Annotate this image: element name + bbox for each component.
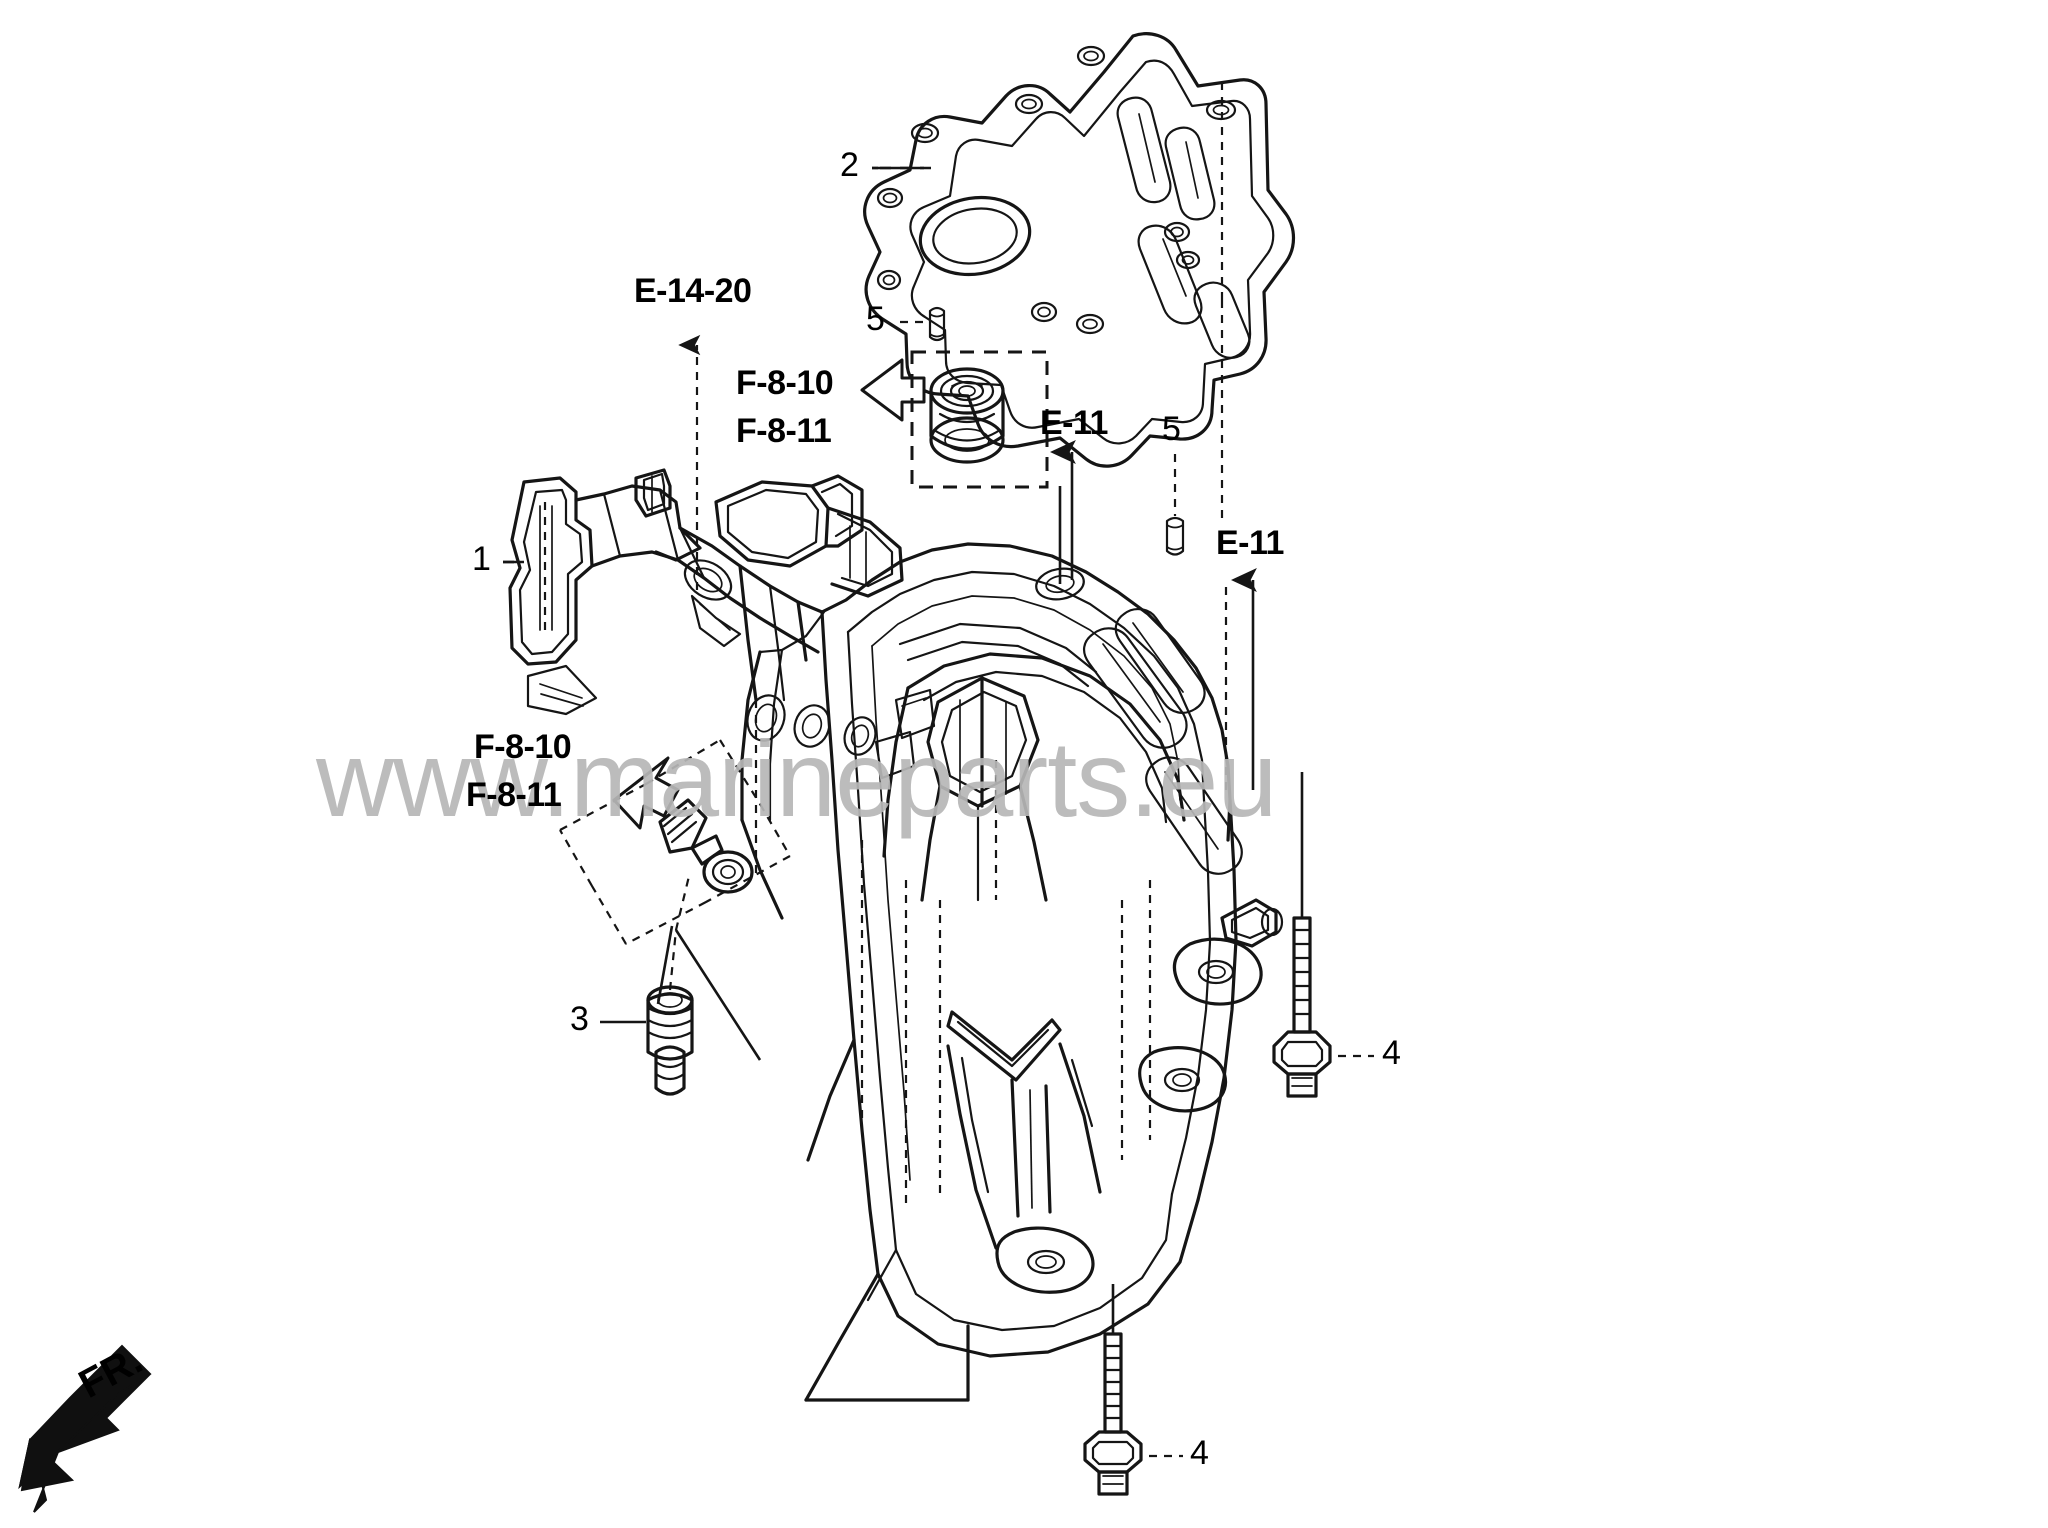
callout-label-3: 3 xyxy=(570,1000,589,1038)
callout-label-4-lower: 4 xyxy=(1190,1434,1209,1472)
callout-label-4-upper: 4 xyxy=(1382,1034,1401,1072)
callout-label-2: 2 xyxy=(840,146,859,184)
ref-label-f-8-10-upper: F-8-10 xyxy=(736,364,834,402)
ref-label-e-11-lower: E-11 xyxy=(1216,524,1284,562)
block-arrow-left-upper xyxy=(860,358,926,422)
bolt-boss-upper-right xyxy=(1172,937,1263,1006)
bolt-boss-mid-right xyxy=(1138,1046,1228,1113)
callout-label-5-upper: 5 xyxy=(866,300,885,338)
ref-label-e-14-20: E-14-20 xyxy=(634,272,752,310)
part-extension-case xyxy=(508,468,1284,1402)
part-dowel-pin-upper xyxy=(928,306,946,342)
detail-box-bolt-washer xyxy=(559,739,791,945)
part-flange-bolt-upper xyxy=(1272,772,1332,1098)
ref-label-e-11-upper: E-11 xyxy=(1040,404,1108,442)
callout-label-1: 1 xyxy=(472,540,491,578)
ref-label-f-8-11-lower: F-8-11 xyxy=(466,776,562,814)
part-sealing-washer-detail xyxy=(702,850,754,894)
detail-box-oil-seal xyxy=(910,350,1049,489)
part-gasket xyxy=(863,32,1296,468)
bolt-boss-lower-center xyxy=(995,1226,1095,1294)
ref-label-f-8-11-upper: F-8-11 xyxy=(736,412,832,450)
part-drain-plug xyxy=(646,985,694,1096)
water-tube-stub xyxy=(1220,898,1284,948)
part-oil-seal xyxy=(929,367,1005,464)
part-dowel-pin-lower xyxy=(1165,516,1185,556)
part-bolt-detail xyxy=(658,798,724,866)
block-arrow-up-right-lower xyxy=(612,756,680,830)
front-direction-arrow xyxy=(18,1344,152,1513)
part-flange-bolt-lower xyxy=(1083,1284,1143,1496)
callout-label-5-lower: 5 xyxy=(1162,410,1181,448)
ref-label-f-8-10-lower: F-8-10 xyxy=(474,728,572,766)
